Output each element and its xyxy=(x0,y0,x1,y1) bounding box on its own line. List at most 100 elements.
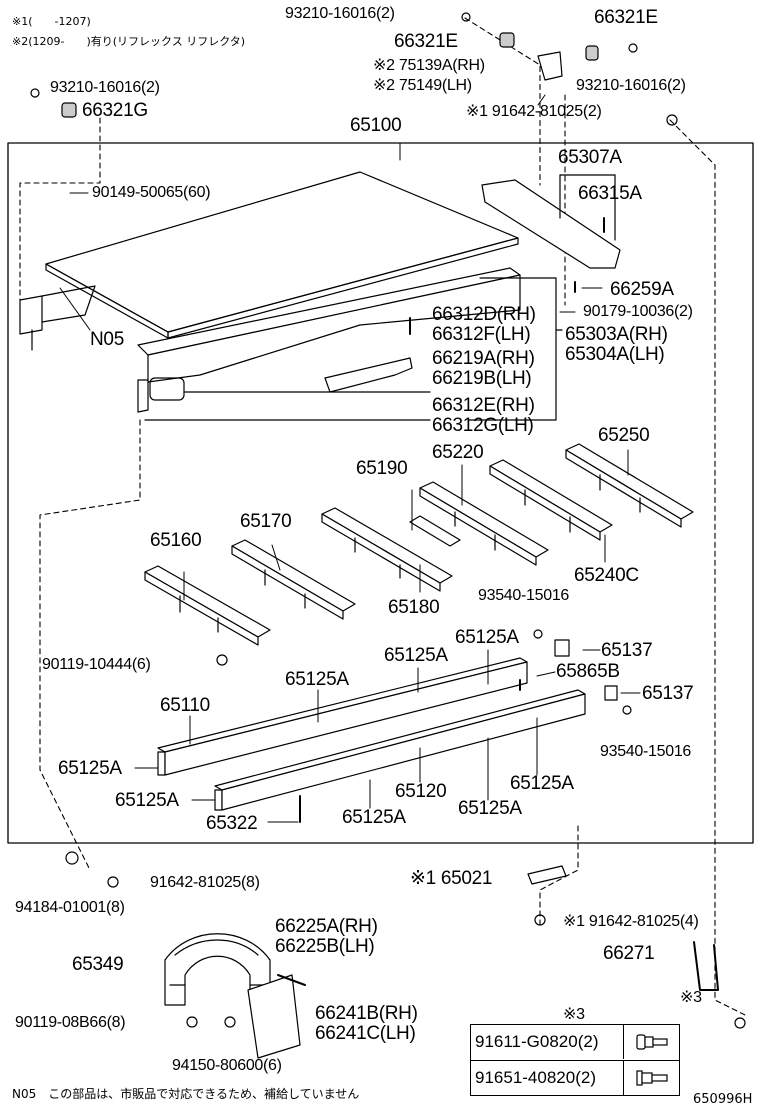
part-label-90119-08b66: 90119-08B66(8) xyxy=(15,1014,126,1031)
part-label-65250: 65250 xyxy=(598,425,650,446)
part-label-65125a-7: 65125A xyxy=(458,798,522,819)
brace-66219 xyxy=(324,357,413,393)
part-label-65220: 65220 xyxy=(432,442,484,463)
clip-66321g xyxy=(61,102,77,118)
part-label-75139a: ※2 75139A(RH) xyxy=(373,57,485,74)
cross-member-65250 xyxy=(565,443,694,528)
part-label-66259a: 66259A xyxy=(610,279,674,300)
dashed-line-left xyxy=(19,117,101,301)
part-label-65349: 65349 xyxy=(72,954,124,975)
bolt-90119-08b66 xyxy=(186,1016,198,1028)
part-label-75149: ※2 75149(LH) xyxy=(373,77,472,94)
part-label-90149: 90149-50065(60) xyxy=(92,184,211,201)
clip-66321e-a xyxy=(499,32,515,48)
part-label-65125a-4: 65125A xyxy=(58,758,122,779)
bolt-93210-top xyxy=(461,12,471,22)
part-label-65125a-5: 65125A xyxy=(510,773,574,794)
part-label-93540-b: 93540-15016 xyxy=(600,743,692,760)
bolt-93540-a xyxy=(533,629,543,639)
left-bracket xyxy=(19,285,96,351)
legend-code: 91651-40820(2) xyxy=(475,1068,596,1087)
bolt-93540-b xyxy=(622,705,632,715)
bolt-91642-top xyxy=(666,114,678,126)
bolt-91642-bot xyxy=(534,914,546,926)
part-label-65125a-3: 65125A xyxy=(285,669,349,690)
cross-member-65190 xyxy=(409,515,461,547)
part-label-66225b: 66225B(LH) xyxy=(275,936,375,957)
part-label-66219a: 66219A(RH) xyxy=(432,348,535,369)
part-label-n05: N05 xyxy=(90,329,124,350)
assembly-frame xyxy=(7,142,754,844)
part-label-94150: 94150-80600(6) xyxy=(172,1057,282,1074)
bracket-65021 xyxy=(527,865,567,885)
part-label-91642-mid: 91642-81025(8) xyxy=(150,874,260,891)
nut-94184 xyxy=(65,851,79,865)
part-label-65021: ※1 65021 xyxy=(410,868,493,889)
cross-member-65180 xyxy=(321,507,453,592)
part-label-65190: 65190 xyxy=(356,458,408,479)
part-label-91642-bot: ※1 91642-81025(4) xyxy=(563,913,699,930)
part-label-66315a: 66315A xyxy=(578,183,642,204)
part-label-65304a: 65304A(LH) xyxy=(565,344,665,365)
part-label-65160: 65160 xyxy=(150,530,202,551)
leader-lines xyxy=(59,94,641,823)
dashed-line-top xyxy=(464,17,541,186)
fastener-legend: 91611-G0820(2) 91651-40820(2) xyxy=(470,1024,680,1096)
part-label-66312d: 66312D(RH) xyxy=(432,304,536,325)
part-label-65110: 65110 xyxy=(160,695,210,716)
part-label-66219b: 66219B(LH) xyxy=(432,368,532,389)
part-label-65120: 65120 xyxy=(395,781,447,802)
legend-row: 91651-40820(2) xyxy=(471,1060,679,1095)
bracket-65307a xyxy=(481,174,621,293)
part-label-66225a: 66225A(RH) xyxy=(275,916,378,937)
part-label-66312e: 66312E(RH) xyxy=(432,395,535,416)
part-label-65125a-8: 65125A xyxy=(342,807,406,828)
clip-66321e-b xyxy=(585,45,599,61)
part-label-93210-left: 93210-16016(2) xyxy=(50,79,160,96)
reflector-75139a xyxy=(537,51,563,81)
part-label-93210-right: 93210-16016(2) xyxy=(576,77,686,94)
bracket-65137-b xyxy=(604,685,618,701)
part-label-90179: 90179-10036(2) xyxy=(583,303,693,320)
note-n05: N05 この部品は、市販品で対応できるため、補給していません xyxy=(12,1087,360,1101)
part-label-66271: 66271 xyxy=(603,943,655,964)
bolt-93210-right xyxy=(628,43,638,53)
hex-bolt-washer-icon xyxy=(623,1061,680,1095)
part-label-note3: ※3 xyxy=(680,989,702,1006)
part-label-90119-10444: 90119-10444(6) xyxy=(42,656,151,673)
legend-code: 91611-G0820(2) xyxy=(475,1032,599,1051)
cross-member-65170 xyxy=(231,539,356,620)
bolt-90119-a xyxy=(216,654,228,666)
part-label-93210-top: 93210-16016(2) xyxy=(285,5,395,22)
long-rail-65120 xyxy=(214,689,586,811)
part-label-91642-top: ※1 91642-81025(2) xyxy=(466,103,602,120)
part-label-65322: 65322 xyxy=(206,813,258,834)
part-label-65125a-6: 65125A xyxy=(115,790,179,811)
part-label-66321g: 66321G xyxy=(82,100,148,121)
part-label-65125a-2: 65125A xyxy=(384,645,448,666)
flange-bolt-icon xyxy=(623,1025,680,1059)
part-label-65125a-1: 65125A xyxy=(455,627,519,648)
cross-member-65240c xyxy=(489,459,613,541)
part-label-65865b: 65865B xyxy=(556,661,620,682)
part-label-65137-b: 65137 xyxy=(642,683,694,704)
part-label-65240c: 65240C xyxy=(574,565,639,586)
bolt-93210-left xyxy=(30,88,40,98)
cross-member-65160 xyxy=(144,565,271,646)
nut-94150 xyxy=(224,1016,236,1028)
part-label-94184: 94184-01001(8) xyxy=(15,899,125,916)
mud-flap-66241b xyxy=(247,974,301,1059)
part-label-66241b: 66241B(RH) xyxy=(315,1003,418,1024)
part-label-93540-a: 93540-15016 xyxy=(478,587,570,604)
note-2: ※2(1209- )有り(リフレックス リフレクタ) xyxy=(12,35,246,48)
diagram-id: 650996H xyxy=(693,1092,753,1107)
bolt-91642-mid xyxy=(107,876,119,888)
part-label-65137-a: 65137 xyxy=(601,640,653,661)
u-bracket-66271 xyxy=(693,941,719,991)
part-label-65307a: 65307A xyxy=(558,147,622,168)
note-1: ※1( -1207) xyxy=(12,15,91,28)
part-label-66312f: 66312F(LH) xyxy=(432,324,531,345)
part-label-66321e-b: 66321E xyxy=(394,31,458,52)
dashed-line-left-low xyxy=(39,419,141,871)
